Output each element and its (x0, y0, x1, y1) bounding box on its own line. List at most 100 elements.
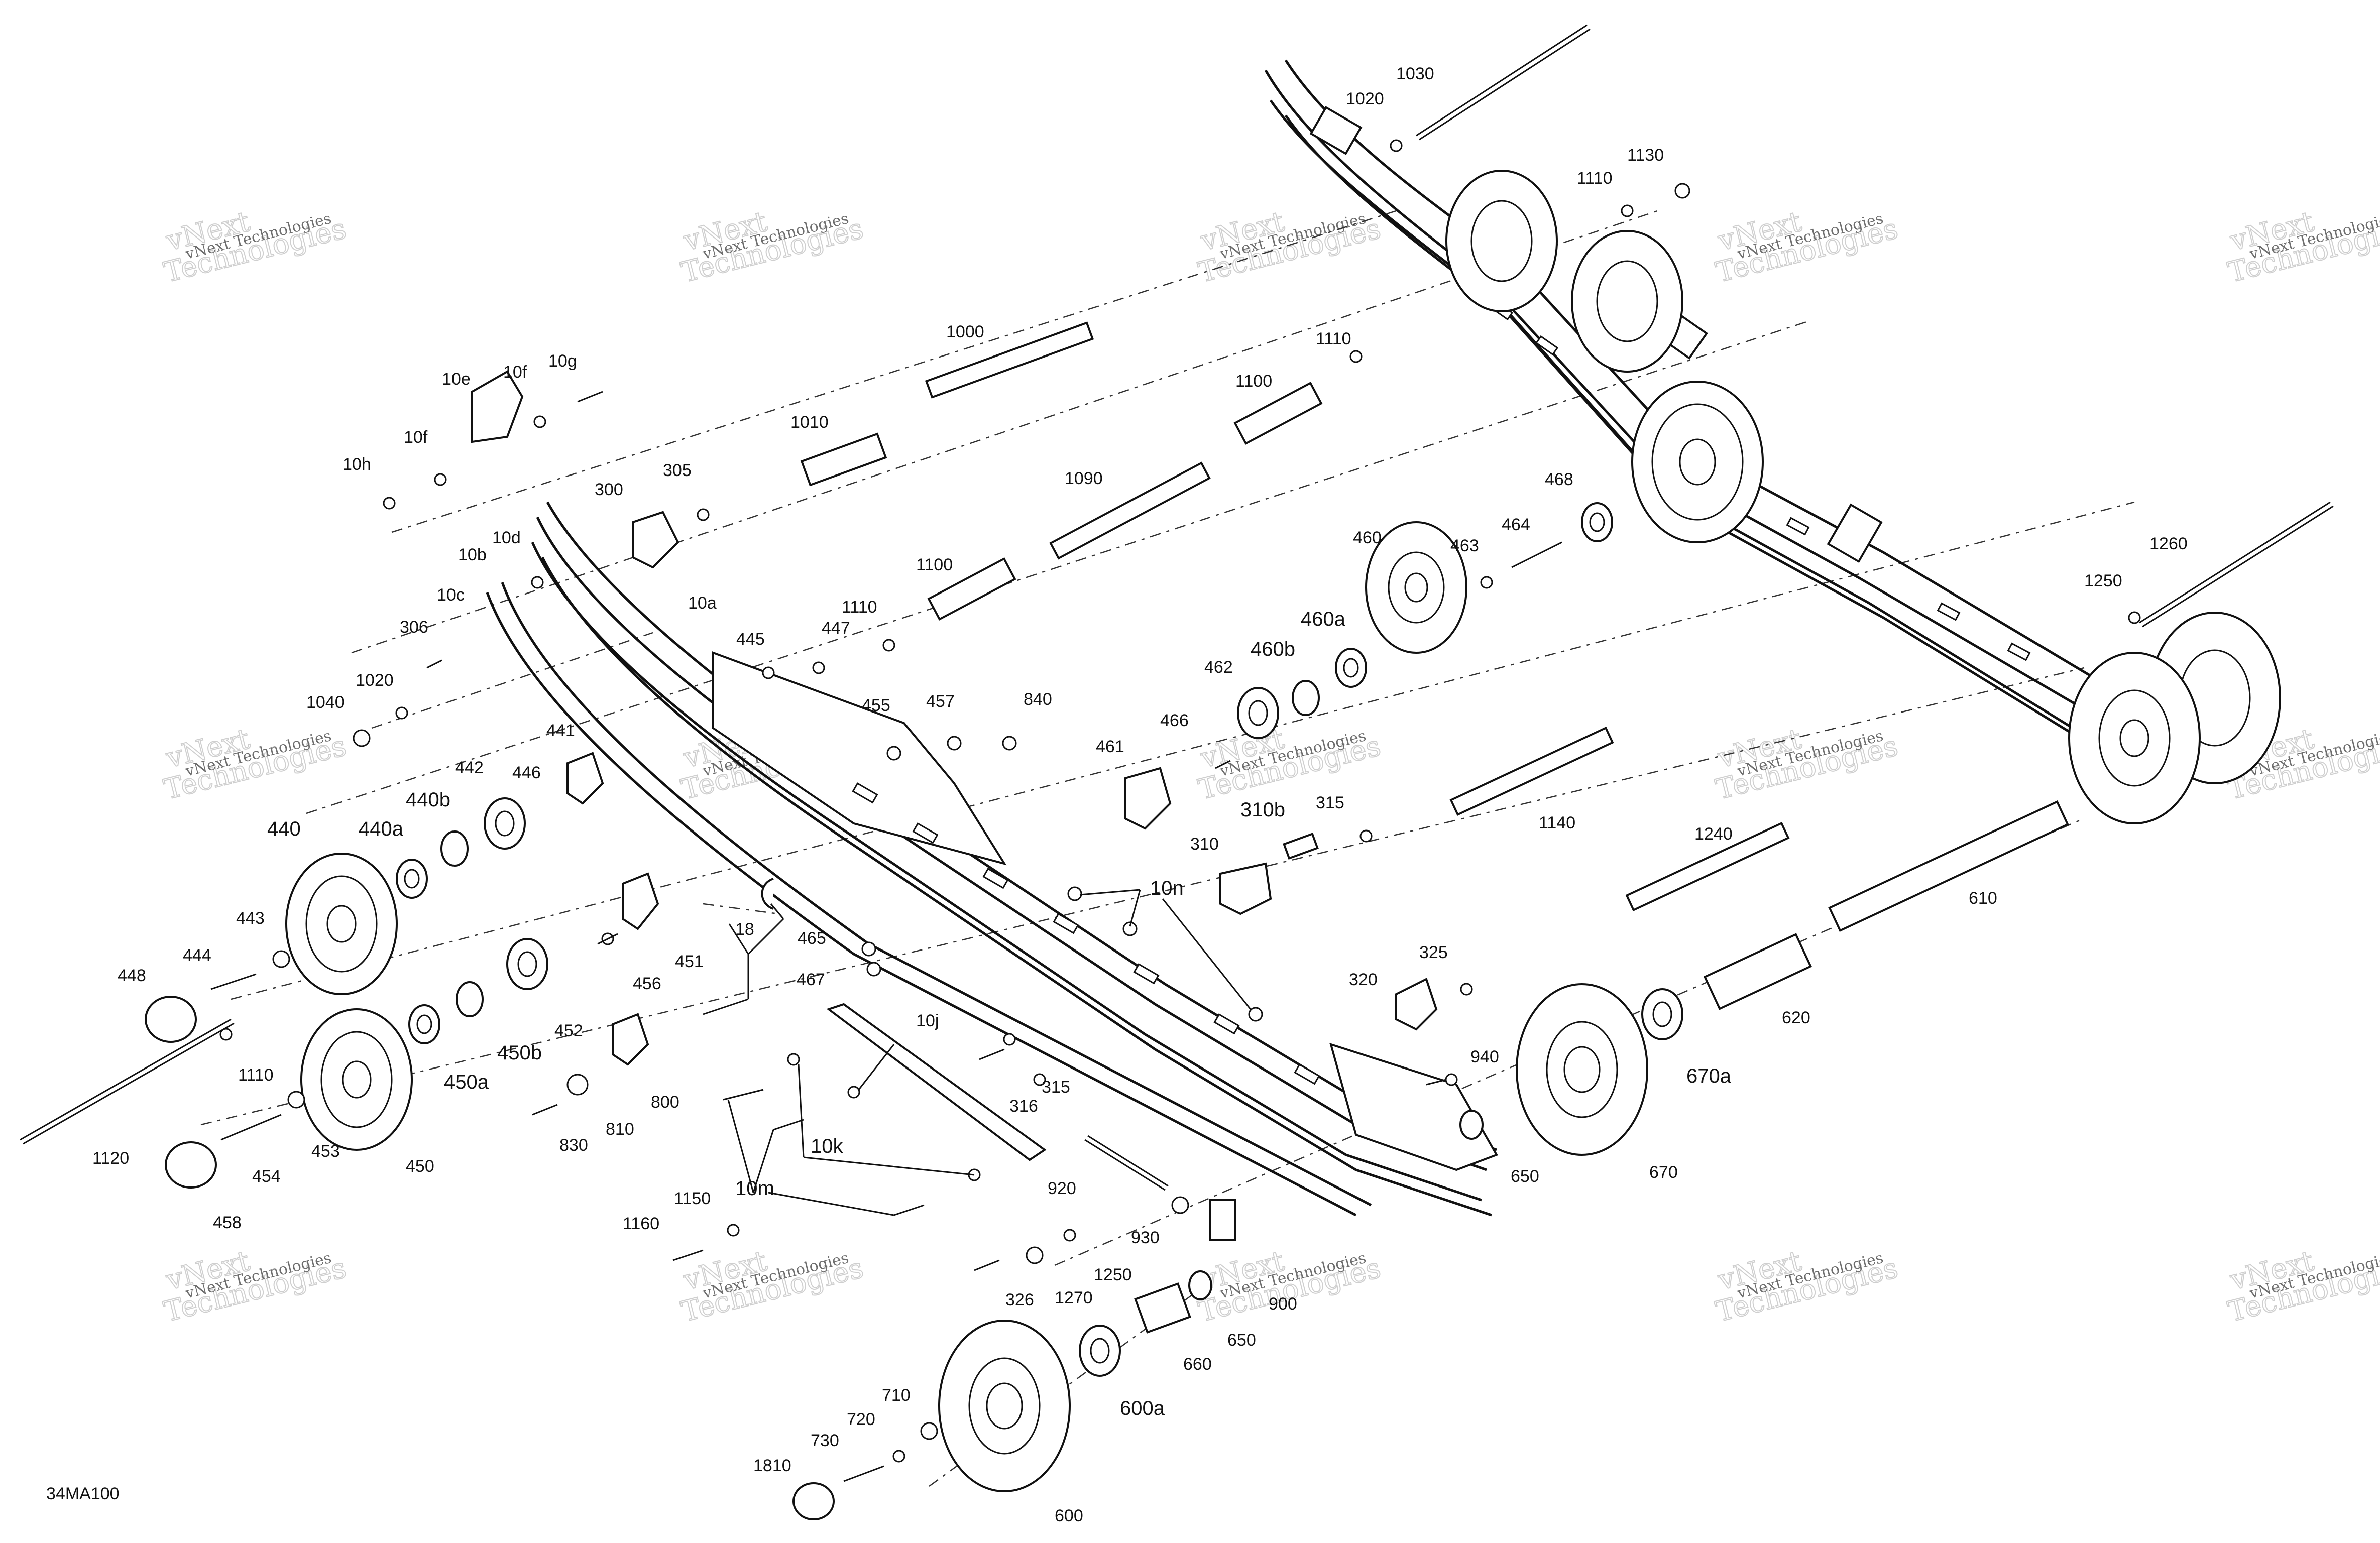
label-452: 452 (554, 1021, 583, 1040)
label-325: 325 (1419, 943, 1448, 962)
label-10b: 10b (458, 545, 487, 564)
label-316: 316 (1009, 1097, 1038, 1116)
shaft-1000 (925, 321, 1094, 399)
leader-lines (703, 889, 1252, 1216)
spacer-1100b (927, 557, 1016, 621)
label-1100: 1100 (1235, 372, 1272, 391)
label-10g: 10g (548, 351, 577, 371)
label-454: 454 (252, 1167, 281, 1186)
label-830: 830 (559, 1136, 588, 1155)
label-10e: 10e (442, 370, 471, 389)
label-800: 800 (651, 1093, 679, 1112)
shaft-610 (1828, 800, 2069, 932)
blocks (471, 370, 1438, 1241)
shaft-1260 (2139, 501, 2331, 624)
label-10f: 10f (503, 363, 527, 382)
spacer-1100a (1233, 382, 1323, 445)
block-300 (632, 511, 679, 569)
watermark: vNext Technologies vNext Technologies (1195, 722, 1384, 807)
front-rail-assembly (486, 501, 1498, 1217)
label-10f: 10f (404, 428, 428, 447)
label-940: 940 (1470, 1047, 1499, 1066)
label-650: 650 (1227, 1331, 1256, 1350)
label-10k: 10k (811, 1135, 843, 1157)
label-600: 600 (1055, 1506, 1083, 1525)
spacer-620 (1703, 933, 1812, 1010)
label-10m: 10m (735, 1177, 774, 1200)
shaft-1120 (20, 1018, 232, 1141)
label-670: 670 (1649, 1163, 1678, 1182)
watermark: vNext Technologies vNext Technologies (160, 722, 350, 807)
rail-bracket-top (1309, 106, 1363, 155)
label-326: 326 (1005, 1290, 1034, 1310)
watermark: vNext Technologies vNext Technologies (160, 1244, 350, 1329)
label-660: 660 (1183, 1355, 1212, 1374)
label-450: 450 (406, 1157, 434, 1176)
label-1270: 1270 (1055, 1288, 1093, 1308)
label-460: 460 (1353, 528, 1382, 547)
label-300: 300 (595, 480, 623, 499)
watermark: vNext Technologies vNext Technologies (677, 1244, 867, 1329)
watermark: vNext Technologies vNext Technologies (2224, 1244, 2380, 1329)
label-1030: 1030 (1396, 64, 1434, 83)
ring-440b (440, 830, 469, 867)
label-320: 320 (1349, 970, 1378, 989)
label-1020: 1020 (356, 671, 394, 690)
block-310b (1283, 833, 1319, 860)
label-468: 468 (1545, 470, 1573, 489)
label-458: 458 (213, 1213, 242, 1232)
block-900 (1209, 1199, 1236, 1241)
block-310 (1219, 862, 1272, 915)
label-466: 466 (1160, 711, 1189, 730)
part-labels: 1030 1020 1110 1130 1000 1110 1100 1010 … (46, 64, 2188, 1525)
label-467: 467 (797, 970, 825, 989)
label-443: 443 (236, 909, 265, 928)
rear-wheels (1445, 170, 2281, 824)
label-10n: 10n (1150, 877, 1184, 899)
hardware (210, 139, 2141, 1482)
label-455: 455 (862, 696, 890, 715)
label-315: 315 (1042, 1078, 1070, 1097)
label-10a: 10a (688, 594, 717, 613)
watermark: vNext Technologies vNext Technologies (2224, 205, 2380, 290)
label-1110: 1110 (842, 598, 877, 617)
label-1110: 1110 (238, 1065, 274, 1085)
watermark: vNext Technologies vNext Technologies (1712, 722, 1901, 807)
label-448: 448 (118, 966, 146, 985)
label-1260: 1260 (2149, 534, 2188, 553)
label-10c: 10c (437, 585, 465, 605)
label-457: 457 (926, 692, 955, 711)
label-930: 930 (1131, 1228, 1160, 1247)
block-461 (1124, 767, 1172, 830)
label-462: 462 (1204, 658, 1233, 677)
clip-18 (761, 878, 774, 910)
label-1040: 1040 (306, 693, 345, 712)
label-710: 710 (882, 1386, 911, 1405)
label-456: 456 (633, 974, 661, 993)
block-441 (566, 752, 604, 805)
label-1010: 1010 (790, 413, 829, 432)
watermark: vNext Technologies vNext Technologies (1712, 205, 1901, 290)
wheels-and-bearings (145, 502, 1683, 1520)
label-440a: 440a (359, 818, 404, 840)
label-440b: 440b (406, 789, 450, 811)
label-305: 305 (663, 461, 692, 480)
label-920: 920 (1048, 1179, 1076, 1198)
label-10h: 10h (343, 455, 371, 474)
shaft-1140 (1449, 726, 1614, 816)
spacer-1010 (800, 432, 887, 487)
label-315: 315 (1316, 793, 1344, 812)
label-1140: 1140 (1539, 813, 1575, 833)
label-840: 840 (1024, 690, 1052, 709)
label-463: 463 (1450, 536, 1479, 555)
label-1250: 1250 (1094, 1265, 1132, 1284)
label-450a: 450a (444, 1071, 489, 1093)
cap-448 (145, 996, 197, 1043)
watermark: vNext Technologies vNext Technologies (677, 205, 867, 290)
watermark: vNext Technologies vNext Technologies (1195, 205, 1384, 290)
ring-460b (1292, 680, 1320, 716)
label-444: 444 (183, 946, 211, 965)
label-1810: 1810 (753, 1456, 791, 1475)
watermark: vNext Technologies vNext Technologies (160, 205, 350, 290)
